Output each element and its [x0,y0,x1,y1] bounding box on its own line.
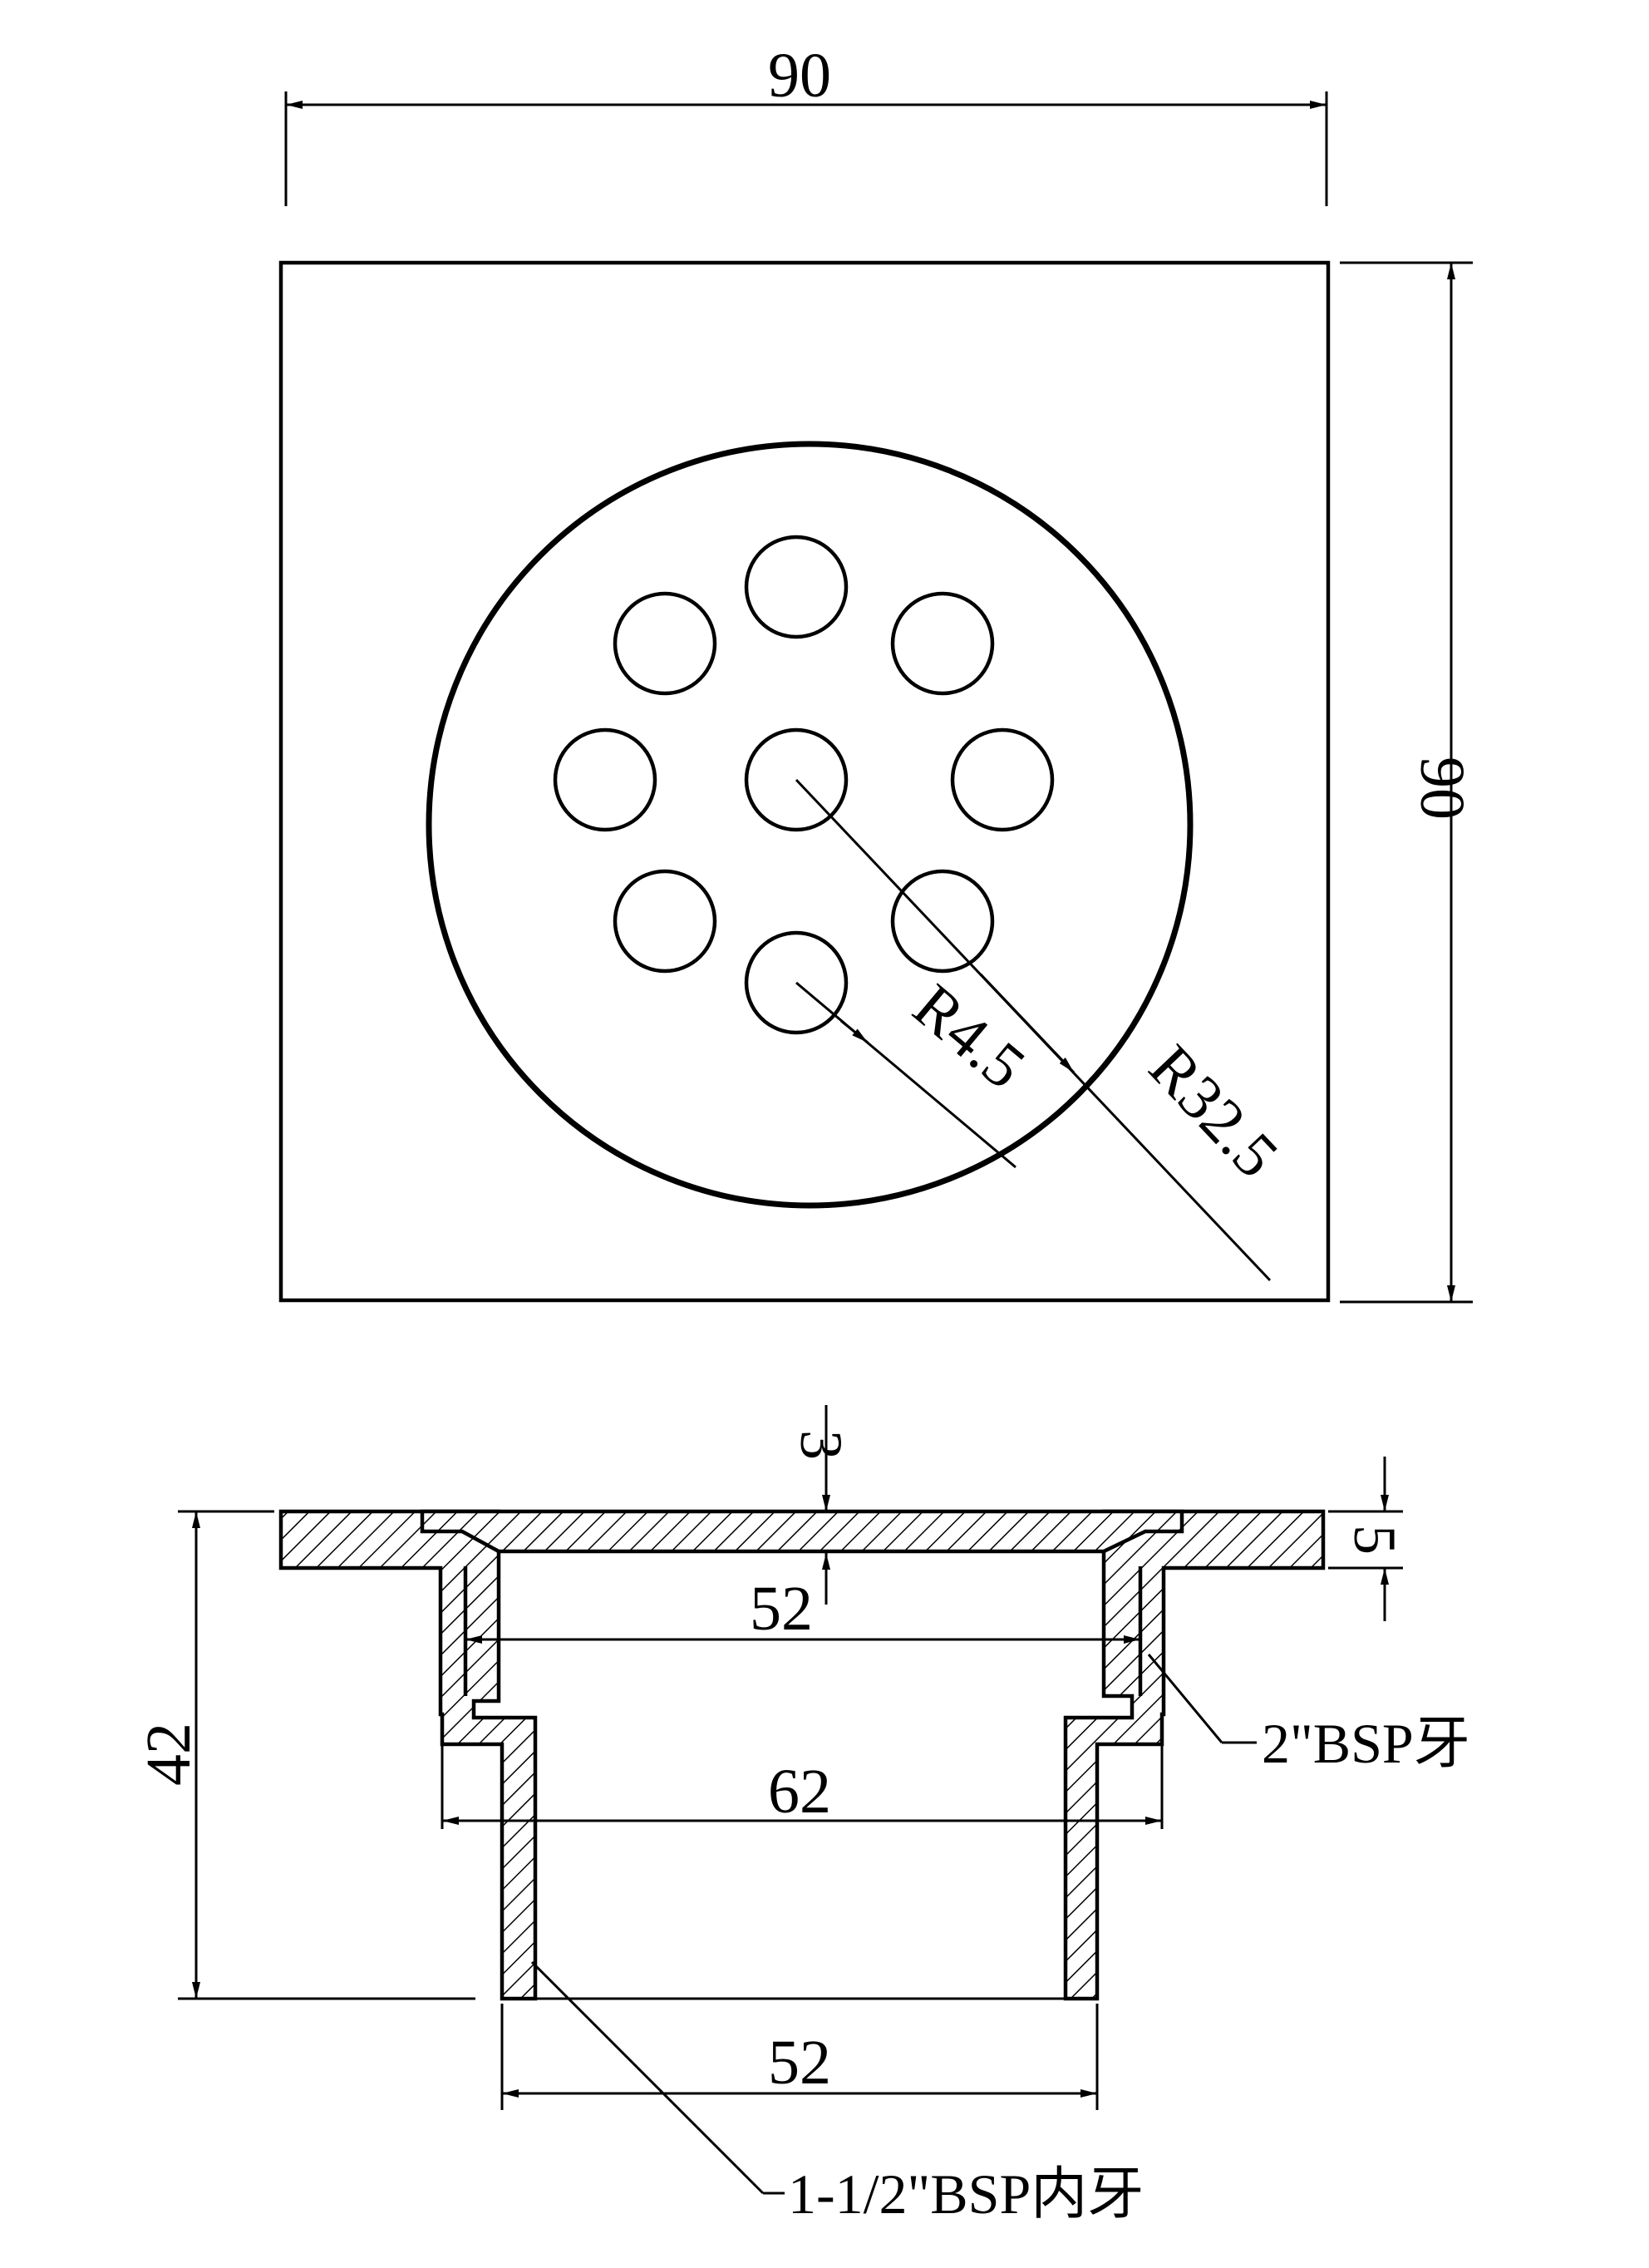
total-height-dimension: 42 [134,1510,475,2000]
drain-holes [553,535,1055,1035]
middle-label: 62 [768,1757,831,1827]
outer-thread-callout: 2"BSP牙 [1147,1654,1470,1775]
square-plate [278,260,1331,1303]
middle-dimension: 62 [441,1729,1164,1829]
inner-thread-callout: 1-1/2"BSP内牙 [530,1960,1144,2226]
bottom-dimension: 52 [500,2004,1099,2110]
height-dimension: 90 [1340,261,1477,1304]
top-thickness-dimension: 3 [788,1405,854,1605]
flange-thickness-dimension: 5 [1328,1457,1408,1621]
drain-hole [890,591,995,696]
section-view: 3 5 42 52 62 [134,1405,1470,2226]
width-dimension: 90 [284,41,1328,206]
inner-thread-label: 1-1/2"BSP内牙 [788,2162,1144,2226]
drain-hole [553,727,657,832]
top-view: 90 90 R32.5 [278,41,1477,1304]
drain-hole [744,727,849,832]
total-height-label: 42 [134,1723,204,1786]
outer-thread-label: 2"BSP牙 [1262,1712,1470,1775]
section-grate-plate [420,1509,1184,1554]
drain-hole [950,727,1055,832]
width-dimension-label: 90 [768,41,831,111]
upper-inner-dimension: 52 [465,1574,1140,1644]
drain-hole [613,869,717,974]
drain-hole [613,591,717,696]
section-left-wall [278,1509,538,2001]
bottom-label: 52 [768,2028,831,2098]
grate-circle [426,441,1194,1209]
drain-hole [890,869,995,974]
drain-hole [744,535,849,639]
top-thickness-label: 3 [788,1430,854,1460]
hole-radius-label: R4.5 [900,971,1038,1102]
upper-inner-label: 52 [750,1574,813,1644]
drain-hole [744,930,849,1035]
outer-radius-leader: R32.5 [795,778,1292,1282]
flange-thickness-label: 5 [1341,1525,1408,1555]
outer-radius-label: R32.5 [1136,1032,1292,1191]
hole-radius-leader: R4.5 [795,971,1038,1169]
height-dimension-label: 90 [1407,757,1477,820]
